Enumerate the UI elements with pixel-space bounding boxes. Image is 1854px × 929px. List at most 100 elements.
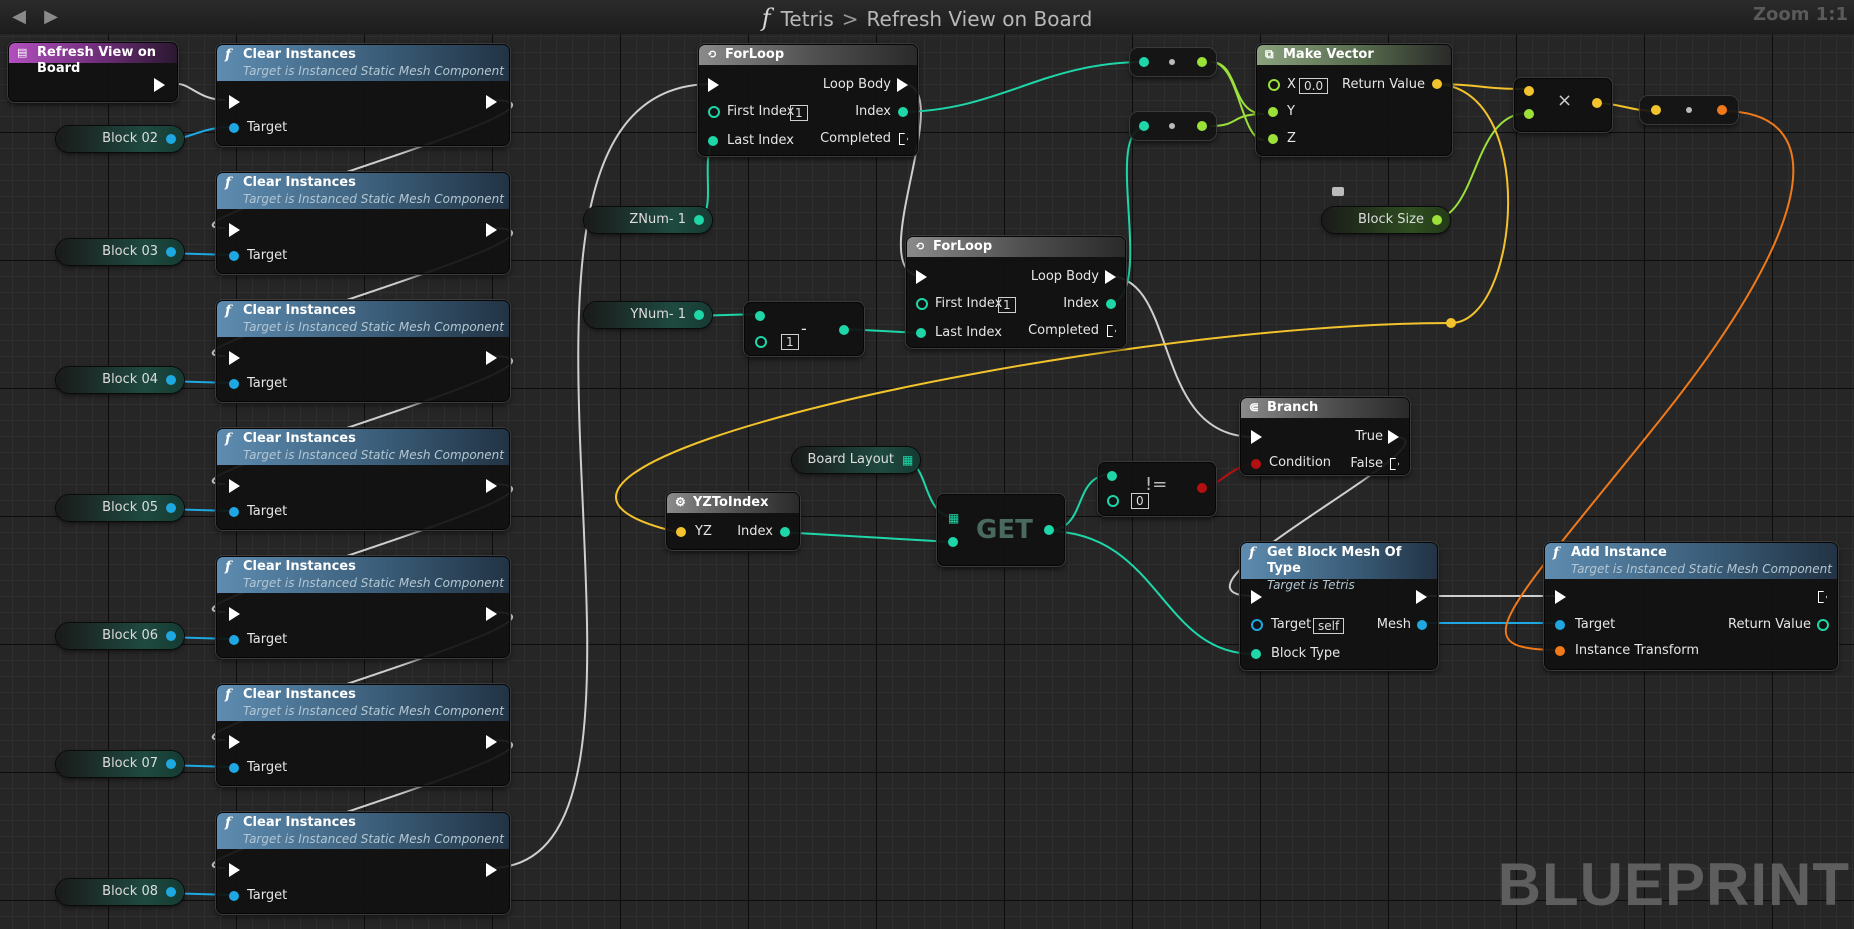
return-pin[interactable] — [1432, 79, 1442, 89]
exec-out-pin[interactable] — [486, 863, 497, 877]
target-pin[interactable] — [229, 123, 239, 133]
forloop-node-inner[interactable]: ⟲ForLoop Loop Body First Index 1 Index L… — [906, 236, 1126, 348]
var-block-03[interactable]: Block 03 — [56, 239, 184, 265]
completed-pin[interactable] — [1107, 325, 1116, 337]
exec-out-pin[interactable] — [486, 95, 497, 109]
object-pin[interactable] — [166, 247, 176, 257]
output-pin[interactable] — [1717, 105, 1727, 115]
exec-in-pin[interactable] — [229, 223, 240, 237]
array-pin[interactable]: ▦ — [948, 511, 960, 525]
int-pin[interactable] — [694, 215, 704, 225]
multiply-node[interactable]: × — [1514, 78, 1612, 132]
subtract-node[interactable]: 1 - — [744, 302, 864, 356]
last-index-pin[interactable] — [708, 136, 718, 146]
output-pin[interactable] — [1197, 57, 1207, 67]
var-block-05[interactable]: Block 05 — [56, 495, 184, 521]
input-pin[interactable] — [1139, 57, 1149, 67]
float-pin[interactable] — [1432, 215, 1442, 225]
exec-out-pin[interactable] — [486, 735, 497, 749]
y-pin[interactable] — [1268, 107, 1278, 117]
first-index-pin[interactable] — [916, 298, 928, 310]
exec-in-pin[interactable] — [229, 607, 240, 621]
exec-out-pin[interactable] — [486, 479, 497, 493]
result-pin[interactable] — [839, 325, 849, 335]
var-block-02[interactable]: Block 02 — [56, 126, 184, 152]
x-pin[interactable] — [1268, 79, 1280, 91]
index-pin[interactable] — [780, 527, 790, 537]
target-pin[interactable] — [229, 251, 239, 261]
branch-node[interactable]: ⋐Branch True Condition False — [1240, 397, 1410, 475]
exec-out-pin[interactable] — [486, 607, 497, 621]
comment-icon[interactable] — [1332, 187, 1344, 196]
result-pin[interactable] — [1197, 483, 1207, 493]
var-block-06[interactable]: Block 06 — [56, 623, 184, 649]
a-pin[interactable] — [755, 311, 765, 321]
target-pin[interactable] — [1555, 620, 1565, 630]
target-pin[interactable] — [229, 763, 239, 773]
target-pin[interactable] — [229, 379, 239, 389]
breadcrumb-root[interactable]: Tetris — [780, 7, 834, 31]
reroute-knot[interactable] — [1446, 318, 1456, 328]
loop-body-pin[interactable] — [897, 78, 908, 92]
b-pin[interactable] — [1107, 495, 1119, 507]
target-pin[interactable] — [1251, 619, 1263, 631]
exec-out-pin[interactable] — [1416, 590, 1427, 604]
var-block-04[interactable]: Block 04 — [56, 367, 184, 393]
instance-transform-pin[interactable] — [1555, 646, 1565, 656]
var-znum-minus-1[interactable]: ZNum- 1 — [584, 207, 712, 233]
array-get-node[interactable]: ▦ GET — [937, 494, 1065, 566]
first-index-input[interactable]: 1 — [998, 297, 1016, 313]
true-pin[interactable] — [1388, 430, 1399, 444]
z-pin[interactable] — [1268, 134, 1278, 144]
reroute-node[interactable] — [1130, 48, 1216, 76]
make-vector-node[interactable]: ⧉Make Vector X 0.0 Return Value Y Z — [1256, 44, 1452, 156]
exec-in-pin[interactable] — [229, 479, 240, 493]
yztoindex-node[interactable]: ⚙YZToIndex YZ Index — [666, 492, 800, 550]
completed-pin[interactable] — [899, 133, 908, 145]
first-index-input[interactable]: 1 — [790, 105, 808, 121]
b-input[interactable]: 0 — [1131, 493, 1149, 509]
return-pin[interactable] — [1817, 619, 1829, 631]
exec-in-pin[interactable] — [229, 735, 240, 749]
object-pin[interactable] — [166, 375, 176, 385]
a-pin[interactable] — [1107, 471, 1117, 481]
var-block-08[interactable]: Block 08 — [56, 879, 184, 905]
last-index-pin[interactable] — [916, 328, 926, 338]
exec-in-pin[interactable] — [1251, 430, 1262, 444]
var-block-07[interactable]: Block 07 — [56, 751, 184, 777]
entry-node-refresh-view-on-board[interactable]: ▤ Refresh View on Board — [8, 42, 178, 102]
exec-out-pin[interactable] — [154, 78, 165, 92]
input-pin[interactable] — [1139, 121, 1149, 131]
exec-out-pin[interactable] — [1818, 591, 1827, 603]
yz-pin[interactable] — [676, 527, 686, 537]
target-input[interactable]: self — [1313, 618, 1345, 634]
mesh-pin[interactable] — [1417, 620, 1427, 630]
exec-in-pin[interactable] — [916, 270, 927, 284]
exec-out-pin[interactable] — [486, 223, 497, 237]
var-ynum-minus-1[interactable]: YNum- 1 — [584, 302, 712, 328]
object-pin[interactable] — [166, 503, 176, 513]
b-input[interactable]: 1 — [781, 334, 799, 350]
condition-pin[interactable] — [1251, 459, 1261, 469]
block-type-pin[interactable] — [1251, 649, 1261, 659]
var-board-layout[interactable]: Board Layout▦ — [792, 447, 920, 473]
false-pin[interactable] — [1390, 458, 1399, 470]
forward-arrow-icon[interactable]: ▶ — [44, 6, 58, 27]
exec-out-pin[interactable] — [486, 351, 497, 365]
exec-in-pin[interactable] — [1555, 590, 1566, 604]
array-grid-icon[interactable]: ▦ — [902, 453, 914, 467]
object-pin[interactable] — [166, 887, 176, 897]
x-input[interactable]: 0.0 — [1299, 78, 1329, 94]
target-pin[interactable] — [229, 635, 239, 645]
index-pin[interactable] — [1106, 299, 1116, 309]
exec-in-pin[interactable] — [708, 78, 719, 92]
